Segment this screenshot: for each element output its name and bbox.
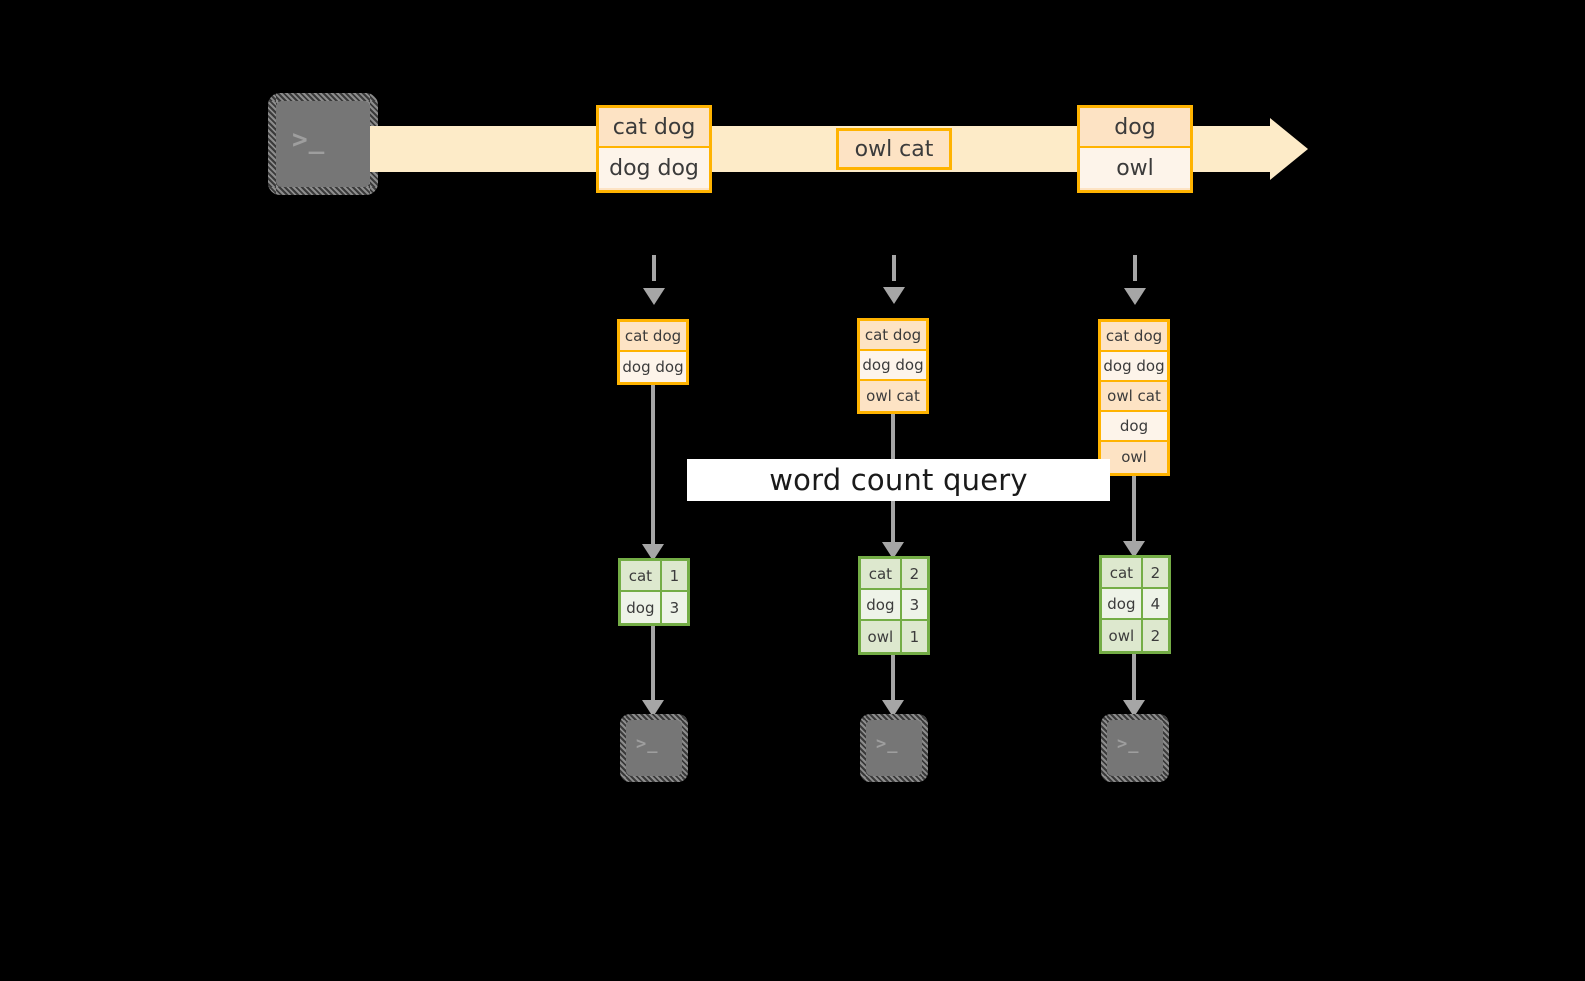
stream-event-3: dog owl bbox=[1077, 105, 1193, 193]
source-terminal-icon: >_ bbox=[268, 93, 378, 195]
result-count: 3 bbox=[901, 590, 927, 619]
query-label: word count query bbox=[769, 463, 1028, 497]
event-line: dog bbox=[1080, 108, 1190, 148]
result-word: dog bbox=[861, 590, 902, 619]
batch-1-result-table: cat 1 dog 3 bbox=[618, 558, 690, 626]
result-row: cat 2 bbox=[1102, 558, 1168, 589]
terminal-screen bbox=[866, 720, 922, 776]
batch-3-sink-terminal-icon: >_ bbox=[1101, 714, 1169, 782]
stream-event-1: cat dog dog dog bbox=[596, 105, 712, 193]
batch-1-sink-arrow-line bbox=[651, 626, 655, 702]
batch-3-query-arrowhead bbox=[1123, 541, 1145, 558]
result-word: owl bbox=[1102, 620, 1143, 651]
batch-input-line: dog dog bbox=[860, 351, 926, 381]
stream-event-2: owl cat bbox=[836, 128, 952, 170]
batch-3-input-box: cat dog dog dog owl cat dog owl bbox=[1098, 319, 1170, 476]
result-word: cat bbox=[621, 561, 662, 590]
result-count: 1 bbox=[901, 621, 927, 652]
result-word: owl bbox=[861, 621, 902, 652]
batch-input-line: cat dog bbox=[860, 321, 926, 351]
batch-3-query-arrow-line bbox=[1132, 476, 1136, 544]
stream-arrow-head bbox=[1270, 118, 1308, 180]
batch-3-result-table: cat 2 dog 4 owl 2 bbox=[1099, 555, 1171, 654]
batch-1-sink-arrowhead bbox=[642, 700, 664, 717]
terminal-prompt-glyph: >_ bbox=[876, 734, 899, 754]
terminal-screen bbox=[276, 101, 370, 187]
result-row: owl 1 bbox=[861, 621, 927, 652]
result-row: dog 3 bbox=[861, 590, 927, 621]
batch-1-query-arrow-line bbox=[651, 385, 655, 546]
batch-3-sink-arrow-line bbox=[1132, 654, 1136, 702]
event-line: dog dog bbox=[599, 148, 709, 188]
result-word: dog bbox=[621, 592, 662, 623]
query-label-band: word count query bbox=[687, 459, 1110, 501]
batch-2-input-box: cat dog dog dog owl cat bbox=[857, 318, 929, 414]
batch-2-sink-terminal-icon: >_ bbox=[860, 714, 928, 782]
batch-1-trigger-dash bbox=[652, 255, 656, 281]
batch-2-sink-arrow-line bbox=[891, 655, 895, 702]
batch-2-sink-arrowhead bbox=[882, 700, 904, 717]
batch-3-trigger-dash bbox=[1133, 255, 1137, 281]
batch-1-query-arrowhead bbox=[642, 544, 664, 561]
terminal-prompt-glyph: >_ bbox=[1117, 734, 1140, 754]
result-count: 3 bbox=[661, 592, 687, 623]
batch-input-line: owl bbox=[1101, 442, 1167, 472]
batch-input-line: cat dog bbox=[1101, 322, 1167, 352]
result-count: 1 bbox=[661, 561, 687, 590]
result-count: 4 bbox=[1142, 589, 1168, 618]
terminal-screen bbox=[1107, 720, 1163, 776]
batch-2-trigger-arrowhead bbox=[883, 287, 905, 304]
batch-input-line: dog bbox=[1101, 412, 1167, 442]
batch-3-trigger-arrowhead bbox=[1124, 288, 1146, 305]
event-line: cat dog bbox=[599, 108, 709, 148]
result-row: cat 1 bbox=[621, 561, 687, 592]
result-count: 2 bbox=[901, 559, 927, 588]
result-count: 2 bbox=[1142, 620, 1168, 651]
batch-2-query-arrowhead bbox=[882, 542, 904, 559]
batch-1-trigger-arrowhead bbox=[643, 288, 665, 305]
result-row: cat 2 bbox=[861, 559, 927, 590]
result-word: dog bbox=[1102, 589, 1143, 618]
batch-input-line: dog dog bbox=[1101, 352, 1167, 382]
result-row: dog 4 bbox=[1102, 589, 1168, 620]
event-line: owl bbox=[1080, 148, 1190, 188]
batch-1-input-box: cat dog dog dog bbox=[617, 319, 689, 385]
batch-input-line: owl cat bbox=[1101, 382, 1167, 412]
result-count: 2 bbox=[1142, 558, 1168, 587]
result-row: owl 2 bbox=[1102, 620, 1168, 651]
batch-input-line: cat dog bbox=[620, 322, 686, 352]
batch-1-sink-terminal-icon: >_ bbox=[620, 714, 688, 782]
result-row: dog 3 bbox=[621, 592, 687, 623]
event-line: owl cat bbox=[839, 131, 949, 167]
result-word: cat bbox=[861, 559, 902, 588]
batch-input-line: owl cat bbox=[860, 381, 926, 411]
batch-3-sink-arrowhead bbox=[1123, 700, 1145, 717]
batch-input-line: dog dog bbox=[620, 352, 686, 382]
terminal-screen bbox=[626, 720, 682, 776]
terminal-prompt-glyph: >_ bbox=[636, 734, 659, 754]
batch-2-result-table: cat 2 dog 3 owl 1 bbox=[858, 556, 930, 655]
result-word: cat bbox=[1102, 558, 1143, 587]
batch-2-trigger-dash bbox=[892, 255, 896, 281]
terminal-prompt-glyph: >_ bbox=[292, 125, 326, 155]
